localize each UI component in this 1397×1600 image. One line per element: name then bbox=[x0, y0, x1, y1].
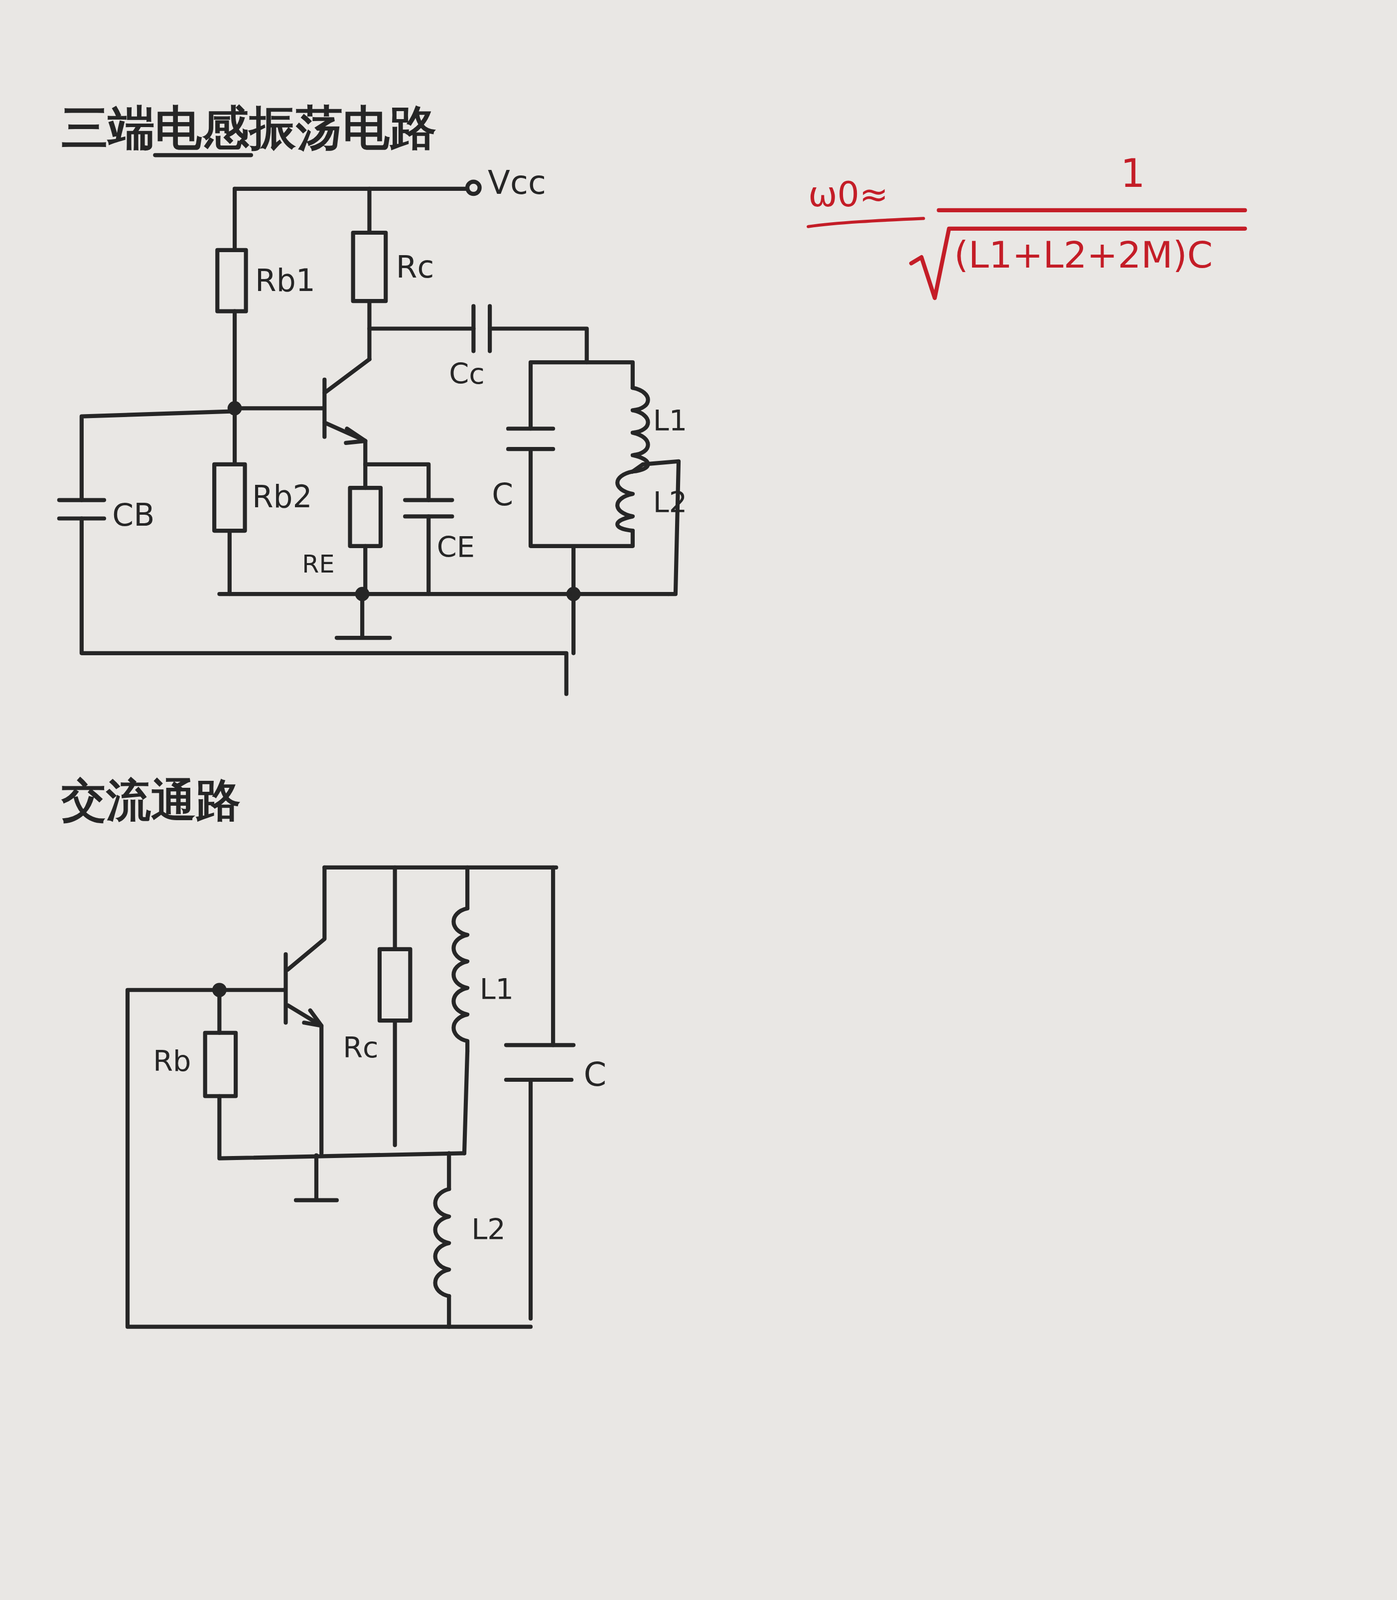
resistor-symbol bbox=[379, 949, 411, 1021]
inductor-symbol bbox=[617, 471, 633, 531]
capacitor-symbol bbox=[508, 428, 554, 449]
resistor-symbol bbox=[205, 1032, 236, 1097]
terminal-label: Vcc bbox=[487, 165, 547, 202]
emitter-arrow bbox=[303, 1010, 322, 1026]
wire bbox=[365, 464, 429, 594]
wire bbox=[81, 411, 567, 694]
wire bbox=[127, 989, 531, 1327]
junction-dot bbox=[357, 588, 368, 599]
part-label: RE bbox=[301, 551, 335, 578]
transistor-symbol bbox=[219, 867, 325, 1153]
inductor-symbol bbox=[632, 387, 649, 472]
part-label: L1 bbox=[653, 406, 688, 438]
formula-text: 1 bbox=[1120, 152, 1146, 196]
wire bbox=[227, 530, 232, 594]
wire bbox=[393, 867, 398, 1145]
part-label: Rb bbox=[152, 1045, 191, 1078]
wire bbox=[324, 865, 557, 870]
resistor-symbol bbox=[217, 250, 246, 312]
part-label: C bbox=[491, 477, 514, 512]
wire bbox=[530, 362, 633, 654]
ground-symbol bbox=[295, 1155, 337, 1201]
part-label: L2 bbox=[471, 1214, 506, 1246]
emitter-arrow bbox=[345, 428, 366, 443]
root-sign bbox=[911, 228, 1246, 298]
underline bbox=[808, 218, 924, 227]
wire bbox=[530, 867, 554, 1319]
transistor-symbol bbox=[234, 359, 370, 465]
capacitor-symbol bbox=[473, 305, 490, 351]
title: 三端电感振荡电路 bbox=[61, 102, 437, 154]
wire bbox=[219, 989, 465, 1159]
part-label: C bbox=[583, 1057, 607, 1094]
capacitor-symbol bbox=[405, 500, 452, 517]
inductor-symbol bbox=[453, 908, 468, 1052]
inductor-symbol bbox=[435, 1188, 450, 1296]
part-label: Rb2 bbox=[252, 479, 313, 514]
wire bbox=[369, 328, 587, 363]
capacitor-symbol bbox=[59, 500, 105, 519]
wire bbox=[446, 1152, 451, 1327]
wire bbox=[632, 461, 679, 594]
formula-text: (L1+L2+2M)C bbox=[954, 234, 1213, 276]
part-label: Rc bbox=[342, 1032, 379, 1065]
formula-text: ω0≈ bbox=[808, 175, 889, 214]
terminal bbox=[467, 181, 480, 195]
wire bbox=[232, 188, 237, 465]
fraction-line bbox=[938, 208, 1245, 213]
resistor-symbol bbox=[214, 464, 245, 531]
wire bbox=[367, 188, 372, 360]
part-label: CE bbox=[436, 532, 475, 564]
resistor-symbol bbox=[353, 232, 387, 301]
wire bbox=[363, 464, 368, 594]
section-heading: 交流通路 bbox=[61, 775, 241, 826]
part-label: L1 bbox=[479, 974, 514, 1006]
resistor-symbol bbox=[350, 487, 381, 547]
part-label: Rb1 bbox=[255, 263, 316, 297]
capacitor-symbol bbox=[506, 1044, 574, 1080]
part-label: Cc bbox=[448, 359, 485, 391]
wire bbox=[219, 591, 669, 596]
part-label: Rc bbox=[396, 250, 434, 284]
part-label: L2 bbox=[653, 487, 688, 520]
underline bbox=[154, 152, 252, 157]
part-label: CB bbox=[112, 498, 155, 533]
wire bbox=[234, 186, 467, 191]
